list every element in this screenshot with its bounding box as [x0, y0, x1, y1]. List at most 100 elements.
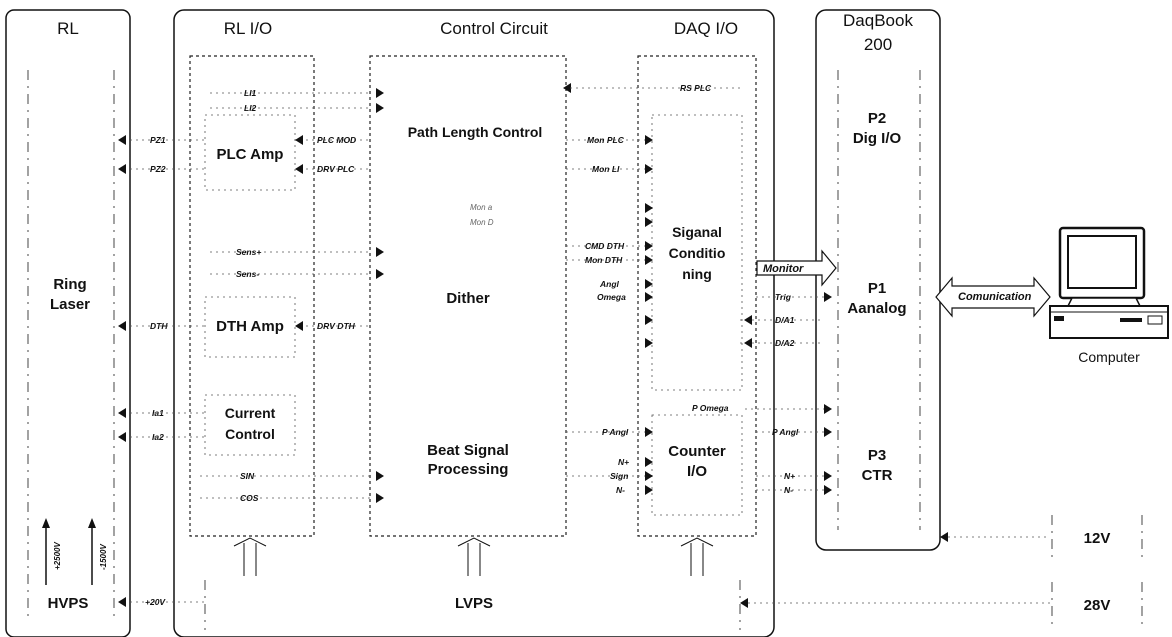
plc-amp-label: PLC Amp	[217, 146, 284, 163]
trig-arrow-icon	[824, 292, 832, 302]
pz2-arrow-icon	[118, 164, 126, 174]
monitor-arrow	[756, 249, 837, 287]
p-angl-left-arrow-icon	[645, 427, 653, 437]
drv-dth-arrow-icon	[295, 321, 303, 331]
computer-label: Computer	[1078, 349, 1140, 365]
mon-li-arrow-icon	[645, 164, 653, 174]
sign-label: Sign	[610, 471, 628, 481]
cos-label: COS	[240, 493, 259, 503]
current-control-box	[204, 394, 296, 456]
mon-a-label: Mon a	[470, 203, 493, 212]
daq-io-box	[637, 55, 757, 537]
n-plus-right-arrow-icon	[824, 471, 832, 481]
mon-li-label: Mon LI	[592, 164, 620, 174]
sin-label: SIN	[240, 471, 255, 481]
n-plus-left-arrow-icon	[645, 457, 653, 467]
plc-mod-label: PLC MOD	[317, 135, 356, 145]
monitor-label: Monitor	[763, 263, 804, 275]
lvps-28v-arrow-icon	[740, 598, 748, 608]
lvps-to-rl-io-arrow	[233, 537, 267, 576]
cos-arrow-icon	[376, 493, 384, 503]
signal-conditioning-label-2: Conditio	[669, 245, 726, 261]
p1-label-2: Aanalog	[847, 300, 906, 317]
lvps-to-daq-io-arrow	[680, 537, 714, 576]
rs-plc-label: RS PLC	[680, 83, 712, 93]
mon-d-label: Mon D	[470, 218, 494, 227]
n-plus-left-label: N+	[618, 457, 629, 467]
current-control-label-2: Control	[225, 426, 275, 442]
li1-label: LI1	[244, 88, 257, 98]
trig-label: Trig	[775, 292, 792, 302]
counter-io-box	[651, 414, 743, 516]
dth-amp-label: DTH Amp	[216, 318, 284, 335]
p-angl-left-label: P Angl	[602, 427, 629, 437]
p1-label-1: P1	[868, 280, 886, 297]
v28-label: 28V	[1084, 597, 1111, 614]
daqbook-title-line2: 200	[864, 35, 892, 54]
beat-signal-label-1: Beat Signal	[427, 442, 509, 459]
rl-io-panel-title: RL I/O	[224, 19, 273, 38]
plc-amp-box	[204, 114, 296, 191]
n-minus-left-arrow-icon	[645, 485, 653, 495]
v12-label: 12V	[1084, 530, 1111, 547]
dither-label: Dither	[446, 290, 490, 307]
sens-minus-arrow-icon	[376, 269, 384, 279]
control-circuit-panel-title: Control Circuit	[440, 19, 548, 38]
ring-laser-label-2: Laser	[50, 296, 90, 313]
sig-extra-arrow-icon-1	[645, 315, 653, 325]
rl-io-box	[189, 55, 315, 537]
sin-arrow-icon	[376, 471, 384, 481]
p-angl-right-arrow-icon	[824, 427, 832, 437]
dth-amp-box	[204, 296, 296, 358]
mon-d-arrow-icon	[645, 217, 653, 227]
ring-laser-label-1: Ring	[53, 276, 86, 293]
p3-label-2: CTR	[862, 467, 893, 484]
path-length-control-label: Path Length Control	[408, 124, 543, 140]
drv-plc-arrow-icon	[295, 164, 303, 174]
hv-1500-arrow-icon	[88, 518, 96, 528]
da1-arrow-icon	[744, 315, 752, 325]
current-control-label-1: Current	[225, 405, 276, 421]
daqbook-panel	[815, 9, 941, 551]
ia2-arrow-icon	[118, 432, 126, 442]
plc-mod-arrow-icon	[295, 135, 303, 145]
hvps-arrow-icon	[118, 597, 126, 607]
p-omega-label: P Omega	[692, 403, 729, 413]
omega-arrow-icon	[645, 292, 653, 302]
cmd-dth-label: CMD DTH	[585, 241, 625, 251]
pz1-arrow-icon	[118, 135, 126, 145]
computer-icon	[1049, 226, 1169, 339]
da2-label: D/A2	[775, 338, 795, 348]
daqbook-title-line1: DaqBook	[843, 11, 913, 30]
li1-arrow-icon	[376, 88, 384, 98]
mon-plc-arrow-icon	[645, 135, 653, 145]
pz2-label: PZ2	[150, 164, 166, 174]
signal-conditioning-label-3: ning	[682, 266, 712, 282]
n-minus-right-label: N-	[784, 485, 793, 495]
lvps-label: LVPS	[455, 595, 493, 612]
ia1-label: Ia1	[152, 408, 164, 418]
ia2-label: Ia2	[152, 432, 164, 442]
sens-plus-label: Sens+	[236, 247, 261, 257]
counter-io-label-2: I/O	[687, 463, 707, 480]
angl-arrow-icon	[645, 279, 653, 289]
hv-2500-arrow-icon	[42, 518, 50, 528]
dth-label: DTH	[150, 321, 168, 331]
sig-extra-arrow-icon-2	[645, 338, 653, 348]
da2-arrow-icon	[744, 338, 752, 348]
mon-dth-label: Mon DTH	[585, 255, 623, 265]
drv-plc-label: DRV PLC	[317, 164, 355, 174]
angl-label: Angl	[599, 279, 620, 289]
signal-conditioning-box	[651, 114, 743, 391]
mon-plc-label: Mon PLC	[587, 135, 625, 145]
mon-dth-arrow-icon	[645, 255, 653, 265]
li2-label: LI2	[244, 103, 257, 113]
sens-minus-label: Sens-	[236, 269, 259, 279]
dth-arrow-icon	[118, 321, 126, 331]
rs-plc-return-arrow-icon	[563, 83, 571, 93]
beat-signal-label-2: Processing	[428, 461, 509, 478]
da1-label: D/A1	[775, 315, 795, 325]
control-circuit-box	[369, 55, 567, 537]
n-plus-right-label: N+	[784, 471, 795, 481]
